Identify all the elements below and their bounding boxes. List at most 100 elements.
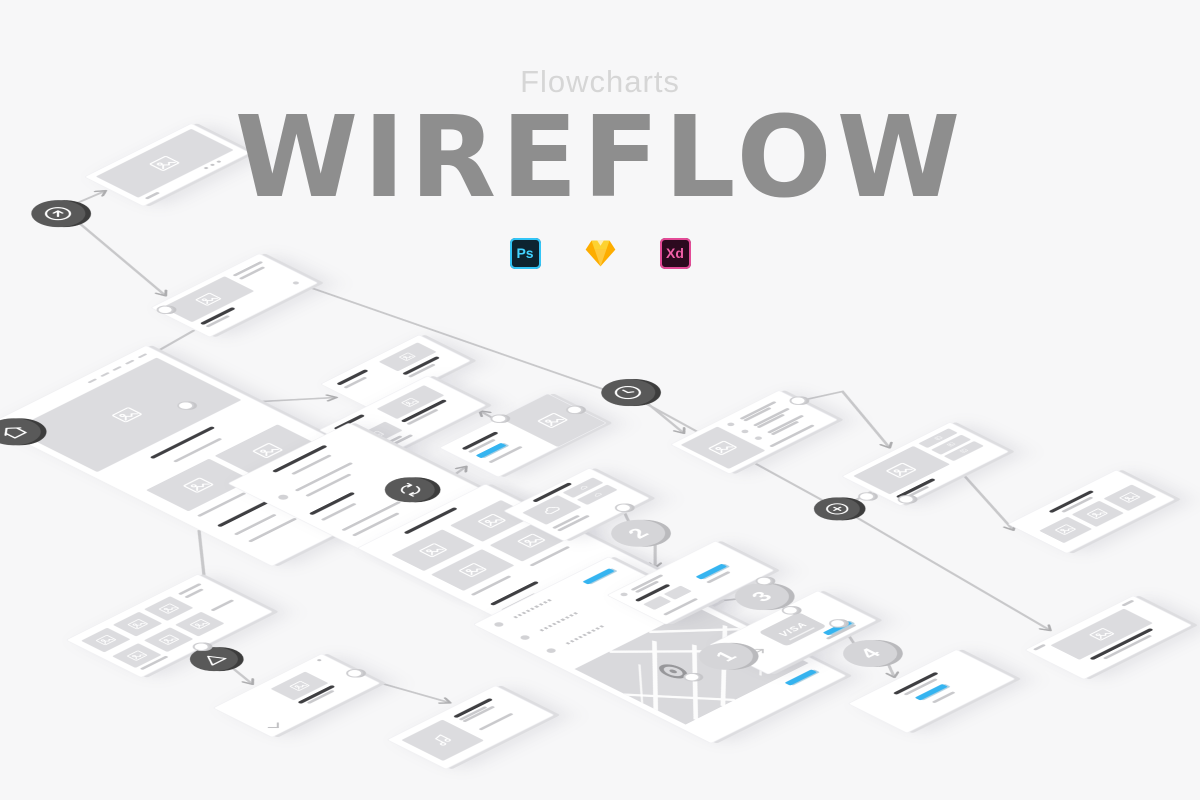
placeholder-line: [100, 372, 110, 378]
avatar: [618, 591, 629, 597]
image-placeholder: [112, 611, 163, 637]
clock-icon: [615, 385, 642, 400]
avatar: [739, 428, 750, 434]
connector: [853, 515, 1066, 630]
image-icon: [289, 681, 309, 691]
connector: [877, 662, 905, 677]
image-icon: [1087, 508, 1108, 519]
image-icon: [1089, 628, 1115, 641]
wireframe-screen-t1: [1007, 469, 1176, 554]
image-icon: [1055, 524, 1076, 535]
node-sync-icon: [374, 472, 446, 508]
wireframe-screen-e1: [670, 390, 839, 475]
image-placeholder: [401, 719, 484, 761]
image-icon: [459, 563, 487, 577]
image-placeholder: [576, 484, 619, 506]
cta-button: [582, 568, 615, 585]
dotted-text-line: [539, 611, 580, 632]
image-placeholder: [80, 627, 131, 653]
forward-arrow-icon: [753, 649, 764, 655]
connector: [795, 390, 921, 447]
placeholder-line: [210, 599, 235, 612]
arrow-glyph: [744, 643, 773, 658]
placeholder-line: [238, 266, 266, 280]
placeholder-line: [247, 517, 298, 543]
image-icon: [183, 477, 214, 493]
image-placeholder: [1071, 500, 1124, 527]
image-icon: [401, 397, 420, 407]
image-placeholder: [270, 671, 329, 701]
small-dot: [216, 160, 222, 164]
image-placeholder: [1039, 516, 1092, 543]
image-placeholder: [161, 276, 255, 323]
image-placeholder: [111, 642, 162, 668]
image-placeholder: [145, 458, 252, 512]
image-icon: [195, 292, 221, 306]
image-placeholder: [431, 549, 515, 591]
connector: [305, 285, 606, 391]
placeholder-line: [137, 353, 148, 359]
placeholder-line: [1121, 599, 1135, 607]
image-placeholder: [214, 424, 321, 477]
wireframe-screen-s3: [0, 345, 431, 567]
arrow-up-right-circle-icon: [45, 207, 72, 221]
image-placeholder: [663, 585, 693, 600]
image-icon: [1119, 492, 1141, 503]
image-icon: [158, 603, 179, 614]
image-placeholder: [680, 426, 766, 470]
placeholder-line: [1032, 643, 1047, 651]
avatar: [519, 634, 532, 641]
wireframe-screen-d1: [438, 393, 608, 478]
image-placeholder: [562, 477, 604, 498]
avatar: [545, 647, 558, 654]
placeholder-line: [308, 491, 356, 516]
image-placeholder: [499, 393, 606, 448]
connector: [379, 682, 450, 710]
image-placeholder: [1103, 484, 1157, 511]
home-icon: [4, 427, 28, 439]
wireframe-screen-s2: [150, 253, 319, 338]
placeholder-line: [305, 473, 352, 497]
small-dot: [316, 658, 322, 662]
wireframe-screen-p1: VISA: [708, 590, 878, 675]
image-placeholder: [143, 627, 194, 653]
image-icon: [126, 650, 147, 661]
avatar: [275, 493, 290, 501]
wireframe-screen-h1: [212, 653, 381, 738]
image-icon: [933, 436, 943, 441]
placeholder-line: [112, 366, 123, 372]
image-placeholder: [643, 595, 672, 610]
wireframe-screen-r1: [1024, 595, 1193, 680]
wireframe-screen-m1: [386, 685, 555, 770]
wireframe-screen-v1: [841, 421, 1010, 507]
cloud-icon: [594, 493, 602, 497]
triangle-icon: [207, 655, 227, 666]
node-arrow-circle-icon: [20, 194, 97, 233]
image-icon: [112, 407, 142, 423]
wireframe-screen-c1: [319, 334, 472, 411]
image-icon: [959, 448, 968, 453]
node-triangle-icon: [179, 642, 248, 677]
plus-circle-icon: [825, 503, 849, 515]
connector: [631, 542, 679, 567]
image-placeholder: [522, 495, 582, 525]
image-icon: [419, 543, 448, 557]
connector: [76, 221, 194, 295]
image-placeholder: [450, 499, 534, 542]
image-placeholder: [376, 385, 445, 420]
wireframe-screen-u1: [503, 467, 651, 542]
placeholder-line: [87, 378, 98, 384]
avatar: [753, 435, 764, 441]
image-placeholder: [391, 529, 476, 572]
image-placeholder: [95, 128, 234, 198]
chevron-icon: [267, 722, 279, 728]
image-icon: [399, 352, 416, 361]
wireframe-screen-g1: [65, 573, 274, 678]
image-placeholder: [852, 445, 950, 495]
credit-card: VISA: [758, 612, 828, 647]
image-icon: [189, 619, 210, 630]
image-placeholder: [930, 434, 971, 455]
small-dot: [209, 163, 216, 167]
